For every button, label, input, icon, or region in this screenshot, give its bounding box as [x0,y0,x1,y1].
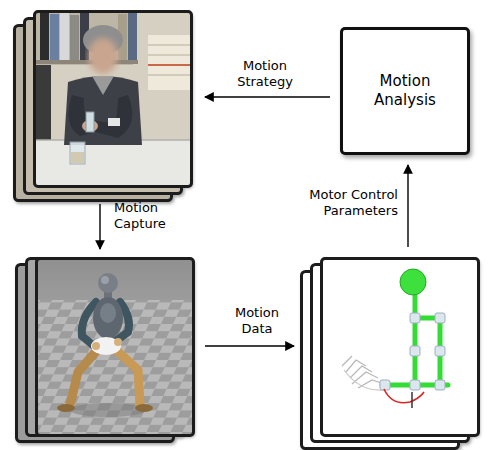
motion-capture-render [91,337,121,355]
office-photo [92,76,114,95]
skeleton-model [411,392,413,408]
skeleton-model [322,259,479,436]
office-photo [128,12,137,60]
skeleton-model [384,389,424,403]
motion-capture-render [135,404,153,412]
flow-arrow [205,96,330,97]
skeleton-model [410,380,420,390]
skeleton-model [400,269,426,295]
node-label: Motion Analysis [363,72,447,110]
office-photo [70,142,85,164]
flow-arrow [407,165,408,247]
process-box: Motion Analysis [340,27,470,155]
office-photo [148,55,192,56]
motion-capture-render [57,404,75,412]
skeleton-model [435,380,445,390]
photo-panel [33,10,193,188]
skeleton-model [344,370,384,390]
office-photo [148,45,192,46]
office-photo [108,118,120,126]
office-photo [35,12,192,187]
office-photo [71,152,84,163]
skeleton-model [380,380,390,390]
skeleton-model [322,259,479,436]
skeleton-model [410,346,420,356]
office-photo [70,15,79,60]
office-photo [68,95,95,136]
office-photo [35,140,192,187]
flow-arrow [99,204,100,249]
office-photo [86,112,94,132]
skeleton-model [410,313,420,323]
motion-capture-render [101,276,109,284]
office-photo [60,12,69,60]
skeleton-model [435,346,445,356]
office-photo [64,76,142,145]
office-photo [35,12,134,66]
office-photo [148,75,192,76]
motion-capture-render [37,259,194,436]
edge-label: Motion Data [220,305,294,337]
edge-label: Motion Strategy [226,58,304,90]
motion-capture-render [93,297,123,339]
edge-label: Motor Control Parameters [290,187,398,219]
office-photo [50,14,59,60]
motion-capture-render [92,342,100,350]
office-photo [88,38,118,74]
motion-capture-render [114,338,122,346]
render-panel [35,257,195,437]
skeleton-model [382,296,448,385]
office-photo [35,12,192,187]
skeleton-panel [320,257,480,437]
office-photo [148,64,192,66]
motion-capture-render [70,403,146,417]
motion-capture-render [98,273,118,293]
office-photo [40,12,49,60]
edge-label: Motion Capture [114,200,180,232]
motion-capture-render [100,303,116,323]
office-photo [148,35,192,90]
motion-capture-render [114,348,140,405]
flow-arrow [205,345,294,346]
office-photo [35,60,139,64]
skeleton-model [435,313,445,323]
office-photo [35,65,52,140]
motion-capture-render [70,348,99,405]
motion-capture-render [37,259,194,436]
skeleton-model [342,356,384,388]
